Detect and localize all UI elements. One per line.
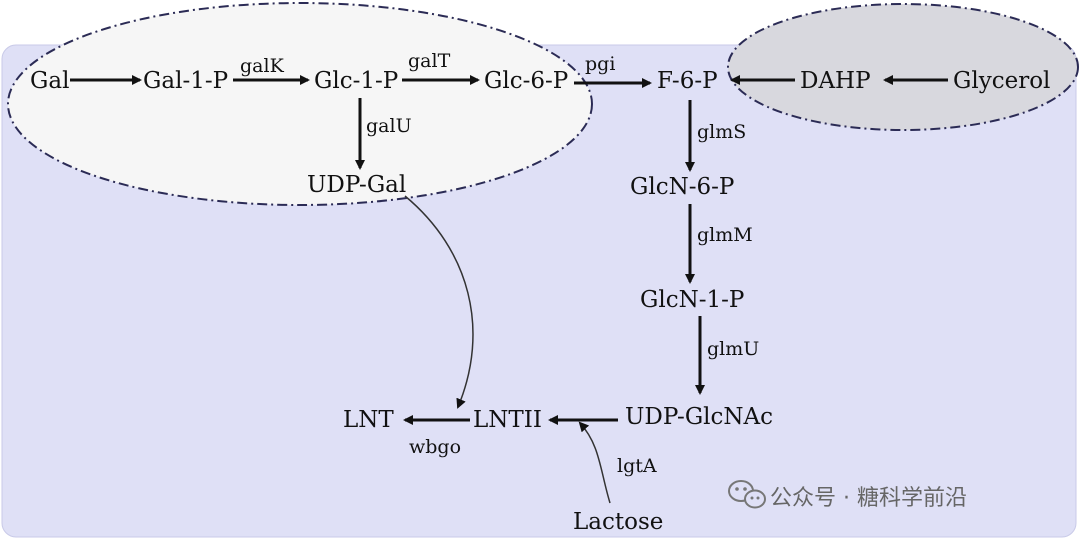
node-dahp: DAHP	[800, 68, 871, 94]
node-lntii: LNTII	[473, 407, 542, 433]
enzyme-pgi: pgi	[585, 53, 615, 75]
node-glcn-6-p: GlcN-6-P	[630, 174, 734, 200]
enzyme-lgta: lgtA	[617, 455, 657, 477]
node-gal-1-p: Gal-1-P	[143, 68, 228, 94]
node-glc-6-p: Glc-6-P	[484, 68, 568, 94]
node-lnt: LNT	[343, 407, 394, 433]
enzyme-glmu: glmU	[707, 338, 759, 360]
watermark-text: 公众号 · 糖科学前沿	[770, 486, 967, 511]
node-glc-1-p: Glc-1-P	[314, 68, 398, 94]
node-glcn-1-p: GlcN-1-P	[640, 287, 744, 313]
node-glycerol: Glycerol	[953, 68, 1050, 94]
glycerol-module-ellipse	[727, 3, 1079, 131]
wechat-icon	[728, 480, 766, 509]
node-f-6-p: F-6-P	[657, 68, 718, 94]
watermark: 公众号 · 糖科学前沿	[728, 480, 967, 511]
node-lactose: Lactose	[573, 509, 663, 535]
galactose-module-ellipse	[7, 2, 593, 206]
arrow-udpgal-to-lntii	[404, 195, 474, 409]
node-udp-glcnac: UDP-GlcNAc	[625, 404, 773, 430]
enzyme-glms: glmS	[697, 121, 746, 143]
node-udp-gal: UDP-Gal	[307, 172, 406, 198]
enzyme-wbgo: wbgo	[409, 436, 461, 458]
arrow-lactose-to-lntii	[578, 421, 611, 504]
enzyme-glmm: glmM	[697, 224, 753, 246]
node-gal: Gal	[30, 68, 69, 94]
enzyme-galk: galK	[240, 55, 285, 77]
enzyme-galt: galT	[408, 50, 451, 72]
enzyme-galu: galU	[366, 115, 412, 137]
